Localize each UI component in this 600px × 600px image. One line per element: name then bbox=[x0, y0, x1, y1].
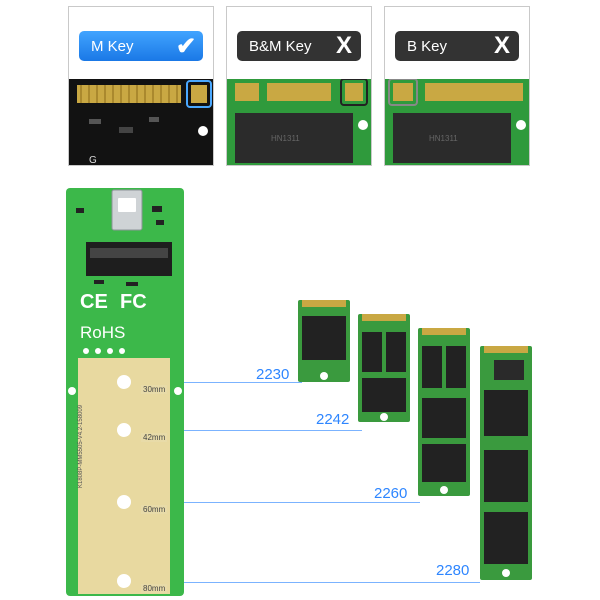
b-key-panel: B Key X HN1311 bbox=[384, 6, 530, 166]
size-label-2280: 2280 bbox=[436, 562, 470, 579]
svg-text:HN1311: HN1311 bbox=[429, 134, 458, 143]
m-key-connector-image: G bbox=[69, 79, 213, 166]
guide-line-2242 bbox=[184, 430, 362, 431]
cross-icon: X bbox=[493, 32, 510, 59]
check-icon: ✔ bbox=[175, 32, 197, 60]
mount-label-30mm: 30mm bbox=[141, 385, 168, 394]
guide-line-2230 bbox=[184, 382, 302, 383]
bm-key-label: B&M Key bbox=[249, 37, 312, 55]
guide-line-2280 bbox=[184, 582, 480, 583]
ssd-2242 bbox=[358, 314, 410, 422]
size-label-2260: 2260 bbox=[374, 485, 408, 502]
svg-text:HN1311: HN1311 bbox=[271, 134, 300, 143]
bm-key-badge: B&M Key X bbox=[237, 31, 361, 61]
rohs-mark: RoHS bbox=[80, 323, 125, 342]
size-label-2230: 2230 bbox=[256, 366, 290, 383]
ce-mark: CE bbox=[80, 291, 108, 313]
adapter-board: CE FC RoHS K1808P-MM5505-V4.2-158009 bbox=[66, 188, 184, 596]
cross-icon: X bbox=[335, 32, 352, 59]
m-key-panel: M Key ✔ G bbox=[68, 6, 214, 166]
bm-key-panel: B&M Key X HN1311 bbox=[226, 6, 372, 166]
mount-label-80mm: 80mm bbox=[141, 584, 168, 593]
m-key-label: M Key bbox=[91, 37, 134, 55]
fc-mark: FC bbox=[120, 291, 147, 313]
ssd-2280 bbox=[480, 346, 532, 580]
mount-label-42mm: 42mm bbox=[141, 433, 168, 442]
b-key-badge: B Key X bbox=[395, 31, 519, 61]
size-label-2242: 2242 bbox=[316, 411, 350, 428]
ssd-2230 bbox=[298, 300, 350, 382]
b-key-connector-image: HN1311 bbox=[385, 79, 529, 165]
mount-label-60mm: 60mm bbox=[141, 505, 168, 514]
board-silkscreen: K1808P-MM5505-V4.2-158009 bbox=[78, 404, 84, 488]
svg-text:G: G bbox=[89, 155, 97, 166]
bm-key-connector-image: HN1311 bbox=[227, 79, 371, 165]
ssd-2260 bbox=[418, 328, 470, 496]
m-key-badge: M Key ✔ bbox=[79, 31, 203, 61]
b-key-label: B Key bbox=[407, 37, 448, 55]
guide-line-2260 bbox=[184, 502, 420, 503]
